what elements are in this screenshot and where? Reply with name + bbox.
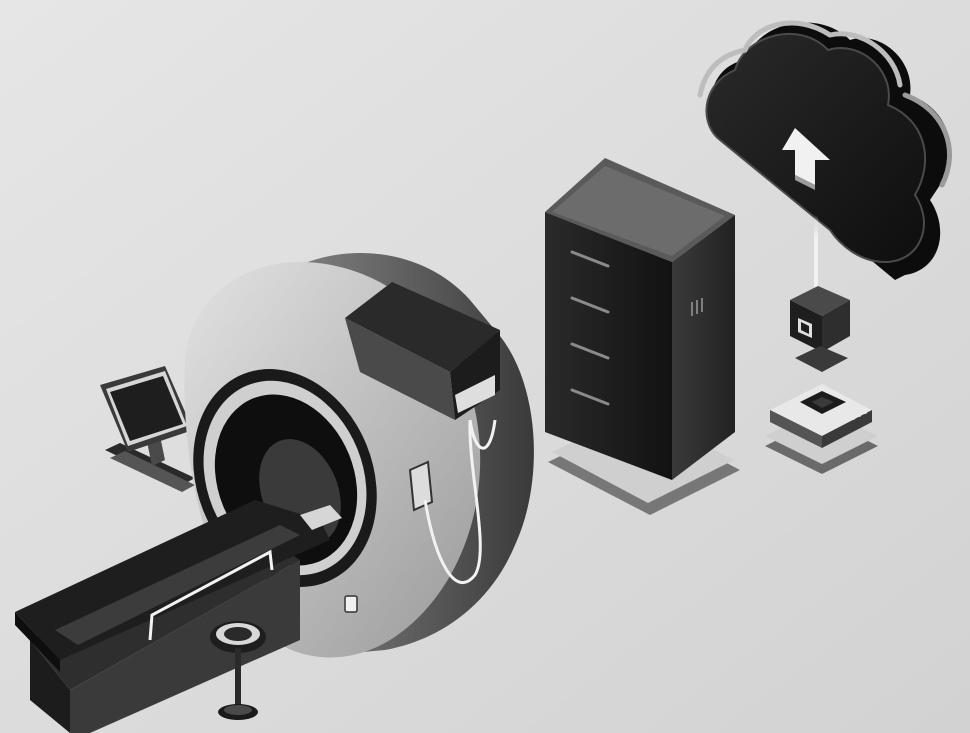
cloud-upload-icon xyxy=(697,20,952,280)
gantry-control-panel xyxy=(345,282,500,420)
router-icon xyxy=(765,384,878,474)
monitor-icon xyxy=(100,366,195,492)
gantry-cable xyxy=(408,419,497,584)
connector-plate xyxy=(795,346,848,372)
server-drive-bays xyxy=(570,250,610,406)
mri-scanner-icon xyxy=(184,252,534,658)
patient-bed-icon xyxy=(15,500,342,733)
gantry-label-plate xyxy=(344,595,358,613)
server-vent xyxy=(691,298,703,316)
upload-link-line xyxy=(814,215,818,290)
upload-arrow-icon xyxy=(782,128,830,190)
gateway-box-icon xyxy=(790,286,850,352)
stool-icon xyxy=(210,621,266,720)
server-rack-icon xyxy=(545,158,740,515)
